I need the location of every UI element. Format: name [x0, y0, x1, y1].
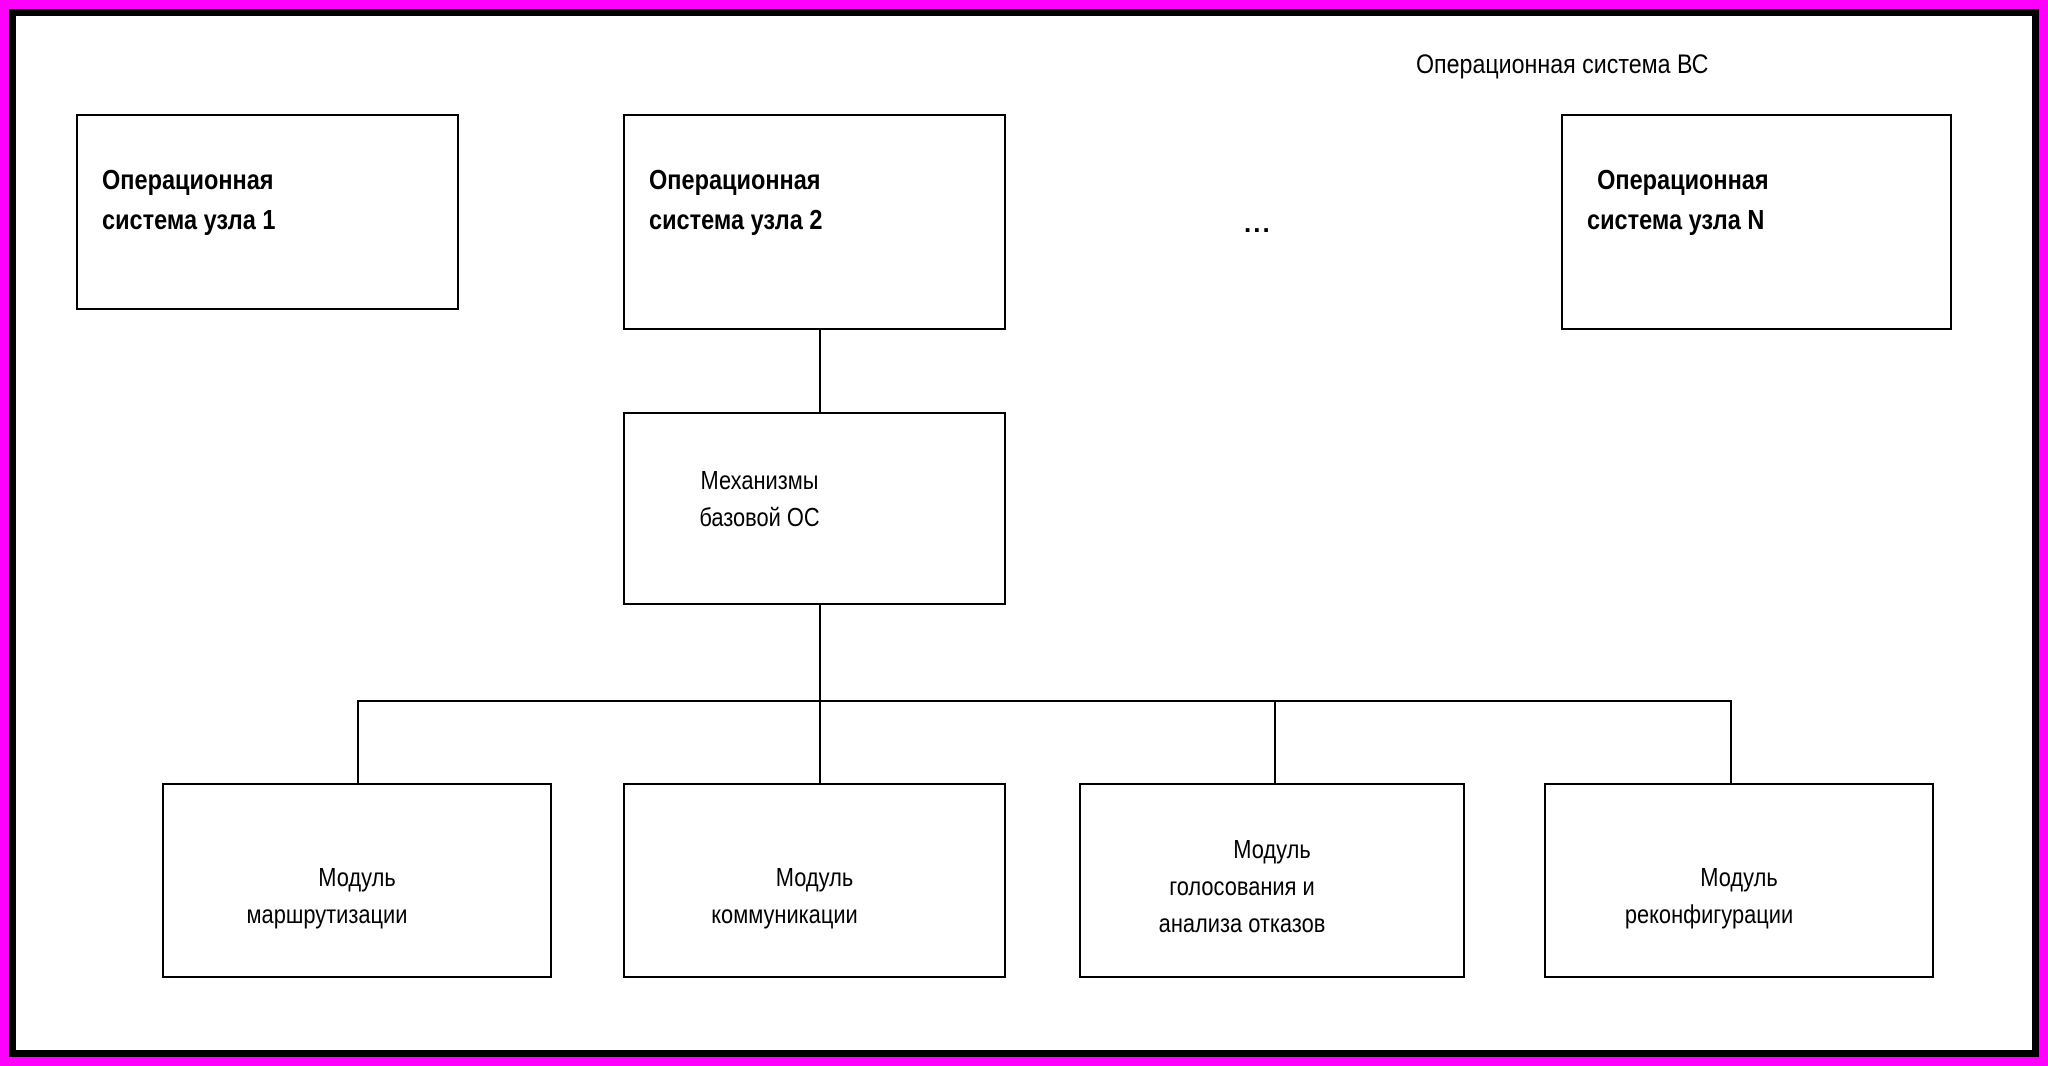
- reconfiguration-module-label: Модуль реконфигурации: [1546, 859, 1932, 933]
- os-node-2-label: Операционная система узла 2: [625, 160, 1004, 240]
- os-node-2-line2: система узла 2: [649, 203, 823, 235]
- connector-distribution-bus: [357, 700, 1732, 702]
- communication-module-box[interactable]: Модуль коммуникации: [623, 783, 1006, 978]
- base-os-line2: базовой ОС: [699, 501, 820, 532]
- base-os-line1: Механизмы: [700, 465, 819, 495]
- reconfiguration-module-box[interactable]: Модуль реконфигурации: [1544, 783, 1934, 978]
- page-title: Операционная система ВС: [1416, 49, 1709, 79]
- os-node-1-box[interactable]: Операционная система узла 1: [76, 114, 459, 310]
- connector-node2-to-base-os: [819, 330, 821, 412]
- ellipsis-more-nodes: ...: [1244, 208, 1272, 238]
- os-node-n-label: Операционная система узла N: [1563, 160, 1950, 240]
- connector-base-os-trunk: [819, 605, 821, 783]
- routing-module-line2: маршрутизации: [246, 898, 408, 929]
- connector-bus-to-routing-module: [357, 700, 359, 783]
- voting-module-line2: голосования и: [1169, 870, 1315, 901]
- routing-module-box[interactable]: Модуль маршрутизации: [162, 783, 552, 978]
- os-node-1-label: Операционная система узла 1: [78, 160, 457, 240]
- communication-module-label: Модуль коммуникации: [625, 859, 1004, 933]
- os-node-1-line1: Операционная: [102, 164, 274, 195]
- base-os-mechanisms-box[interactable]: Механизмы базовой ОС: [623, 412, 1006, 605]
- connector-bus-to-voting-module: [1274, 700, 1276, 783]
- os-node-2-line1: Операционная: [649, 164, 821, 195]
- communication-module-line2: коммуникации: [711, 898, 858, 929]
- communication-module-line1: Модуль: [775, 862, 854, 892]
- voting-failure-analysis-module-label: Модуль голосования и анализа отказов: [1081, 831, 1463, 942]
- os-node-n-line2: система узла N: [1587, 203, 1765, 235]
- os-node-n-box[interactable]: Операционная система узла N: [1561, 114, 1952, 330]
- os-node-1-line2: система узла 1: [102, 203, 276, 235]
- voting-failure-analysis-module-box[interactable]: Модуль голосования и анализа отказов: [1079, 783, 1465, 978]
- base-os-mechanisms-label: Механизмы базовой ОС: [625, 462, 1004, 536]
- routing-module-line1: Модуль: [318, 862, 396, 892]
- reconfiguration-module-line1: Модуль: [1700, 862, 1778, 892]
- os-node-2-box[interactable]: Операционная система узла 2: [623, 114, 1006, 330]
- voting-module-line1: Модуль: [1233, 834, 1311, 864]
- voting-module-line3: анализа отказов: [1158, 907, 1326, 938]
- diagram-content: Операционная система ВС Операционная сис…: [16, 16, 2032, 1050]
- os-node-n-line1: Операционная: [1597, 164, 1769, 195]
- connector-bus-to-reconfiguration-module: [1730, 700, 1732, 783]
- reconfiguration-module-line2: реконфигурации: [1624, 898, 1794, 929]
- routing-module-label: Модуль маршрутизации: [164, 859, 550, 933]
